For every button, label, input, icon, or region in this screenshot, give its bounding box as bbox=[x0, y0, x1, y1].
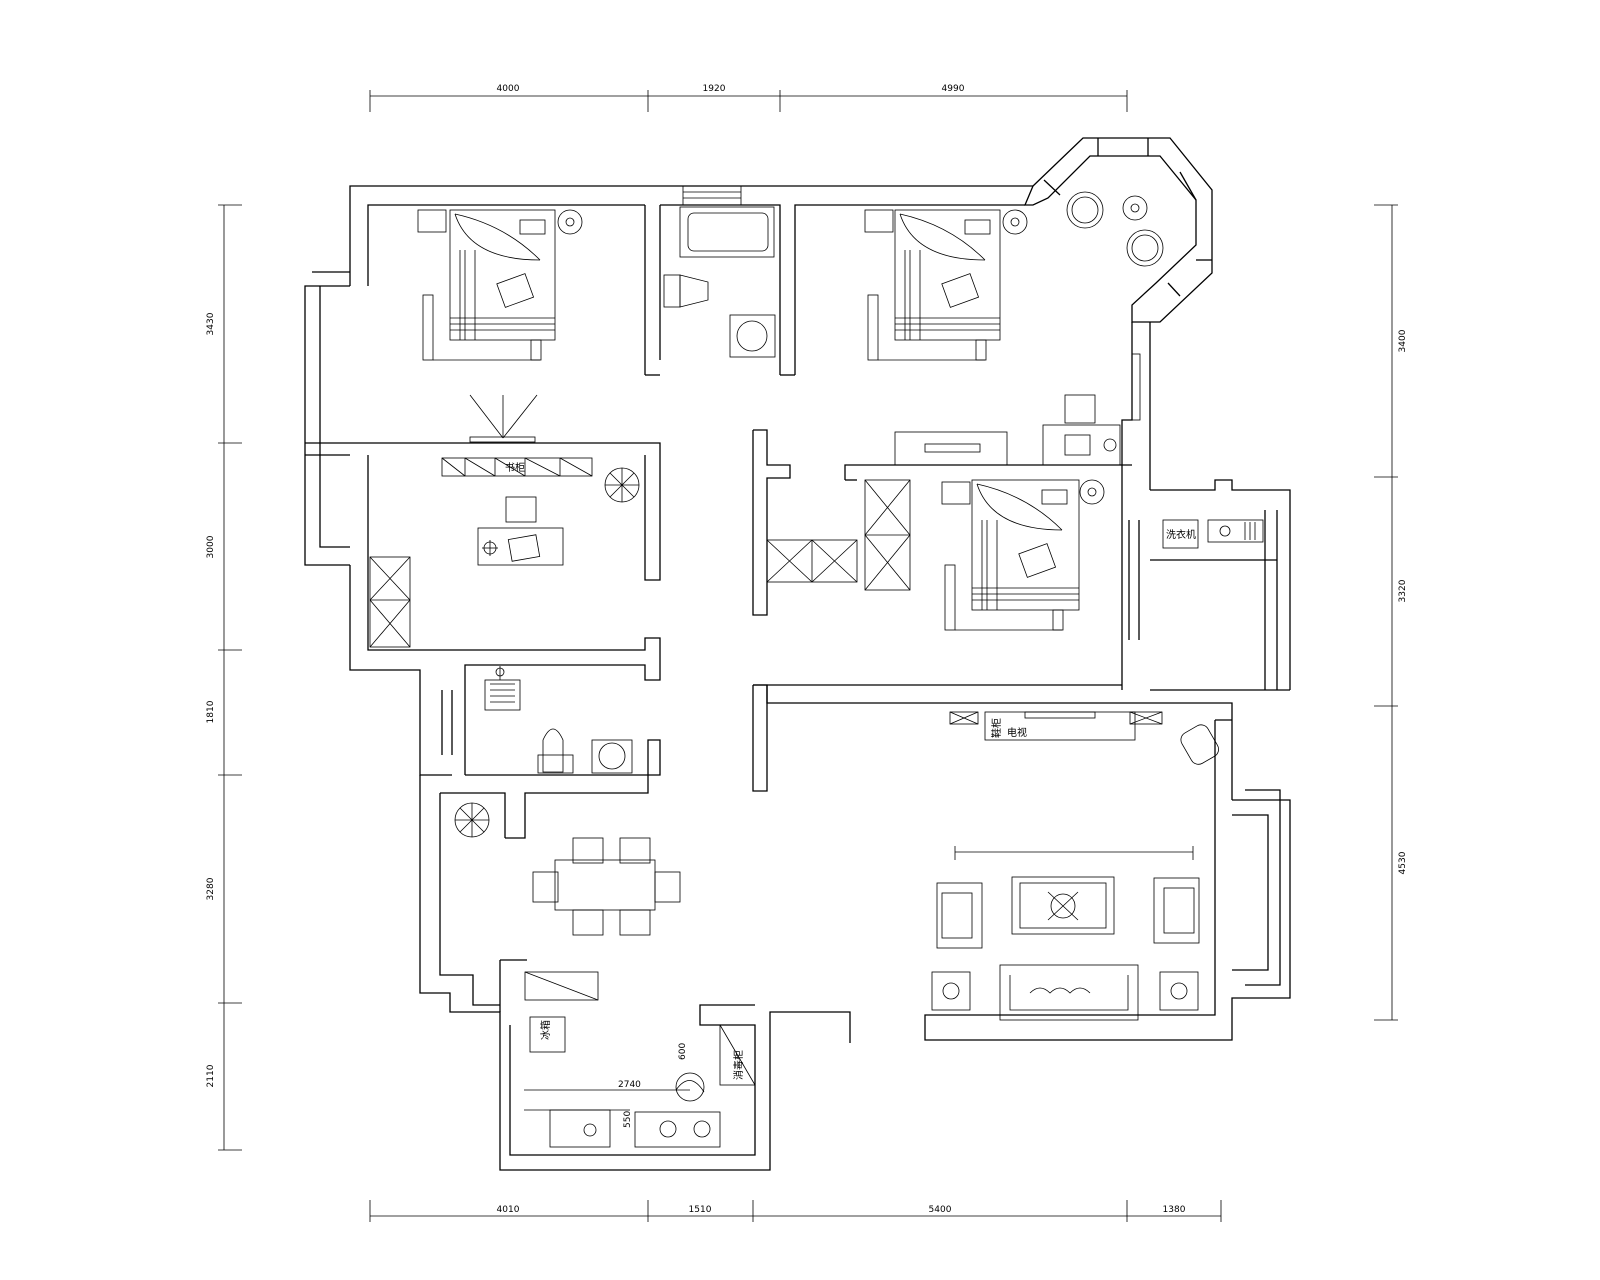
bathtub bbox=[679, 206, 775, 258]
washbasin-2 bbox=[591, 739, 633, 774]
dim-left-3: 1810 bbox=[206, 700, 216, 723]
laundry-label: 洗衣机 bbox=[1166, 528, 1196, 541]
right-dimension-line bbox=[1374, 204, 1398, 1021]
bookshelf-label: 书柜 bbox=[505, 461, 525, 474]
dining-plant bbox=[454, 802, 490, 838]
left-dimension-line bbox=[218, 204, 242, 1151]
utility-sink bbox=[1162, 519, 1264, 549]
dim-right-3: 4530 bbox=[1398, 851, 1408, 874]
closet-central bbox=[766, 479, 911, 591]
dim-bottom-1: 4010 bbox=[497, 1205, 520, 1215]
tv-fan-symbol bbox=[469, 394, 538, 443]
tv-unit-living bbox=[949, 711, 1163, 741]
walls bbox=[304, 137, 1291, 1171]
toilet bbox=[663, 274, 709, 308]
bed-top-left bbox=[417, 209, 583, 361]
dining-table bbox=[532, 837, 681, 936]
top-dimension-line bbox=[369, 90, 1128, 112]
toilet-2 bbox=[537, 728, 574, 774]
kitchen-depth-dim: 550 bbox=[623, 1111, 633, 1128]
dim-left-2: 3000 bbox=[206, 535, 216, 558]
dim-top-3: 4990 bbox=[942, 84, 965, 94]
bottom-dimension-line bbox=[369, 1200, 1222, 1222]
kitchen-chef-symbol bbox=[675, 1072, 705, 1102]
dim-left-1: 3430 bbox=[206, 312, 216, 335]
bed-top-right bbox=[864, 209, 1028, 361]
dim-top-1: 4000 bbox=[497, 84, 520, 94]
tv-unit-label: 电视 bbox=[1007, 726, 1027, 739]
dim-bottom-3: 5400 bbox=[929, 1205, 952, 1215]
fridge-cabinet bbox=[524, 971, 599, 1053]
bookshelf bbox=[441, 457, 593, 477]
washbasin-bath1 bbox=[729, 314, 776, 358]
living-plant bbox=[1180, 724, 1219, 765]
kitchen-counter bbox=[524, 1024, 756, 1148]
dim-bottom-2: 1510 bbox=[689, 1205, 712, 1215]
sofa-set bbox=[931, 846, 1200, 1021]
bed-middle-right bbox=[941, 479, 1105, 631]
bay-lounge-chairs bbox=[1066, 191, 1164, 267]
dim-left-4: 3280 bbox=[206, 877, 216, 900]
stove-dim: 600 bbox=[678, 1043, 688, 1060]
kitchen-appliance-label: 消毒柜 bbox=[732, 1050, 745, 1080]
dim-right-2: 3320 bbox=[1398, 579, 1408, 602]
dim-left-5: 2110 bbox=[206, 1064, 216, 1087]
dim-bottom-4: 1380 bbox=[1163, 1205, 1186, 1215]
tv-cabinet-bed3 bbox=[894, 431, 1008, 466]
dim-right-1: 3400 bbox=[1398, 329, 1408, 352]
wardrobe-left bbox=[369, 556, 411, 648]
windows bbox=[682, 185, 1141, 421]
fridge-label: 冰箱 bbox=[539, 1020, 552, 1040]
study-plant bbox=[604, 467, 640, 503]
kitchen-counter-dim: 2740 bbox=[618, 1080, 641, 1090]
shoe-cabinet-label: 鞋柜 bbox=[990, 718, 1003, 738]
laundry-basket bbox=[484, 666, 521, 711]
desk-bed3 bbox=[1042, 394, 1121, 466]
study-desk bbox=[477, 496, 564, 566]
dim-top-2: 1920 bbox=[703, 84, 726, 94]
